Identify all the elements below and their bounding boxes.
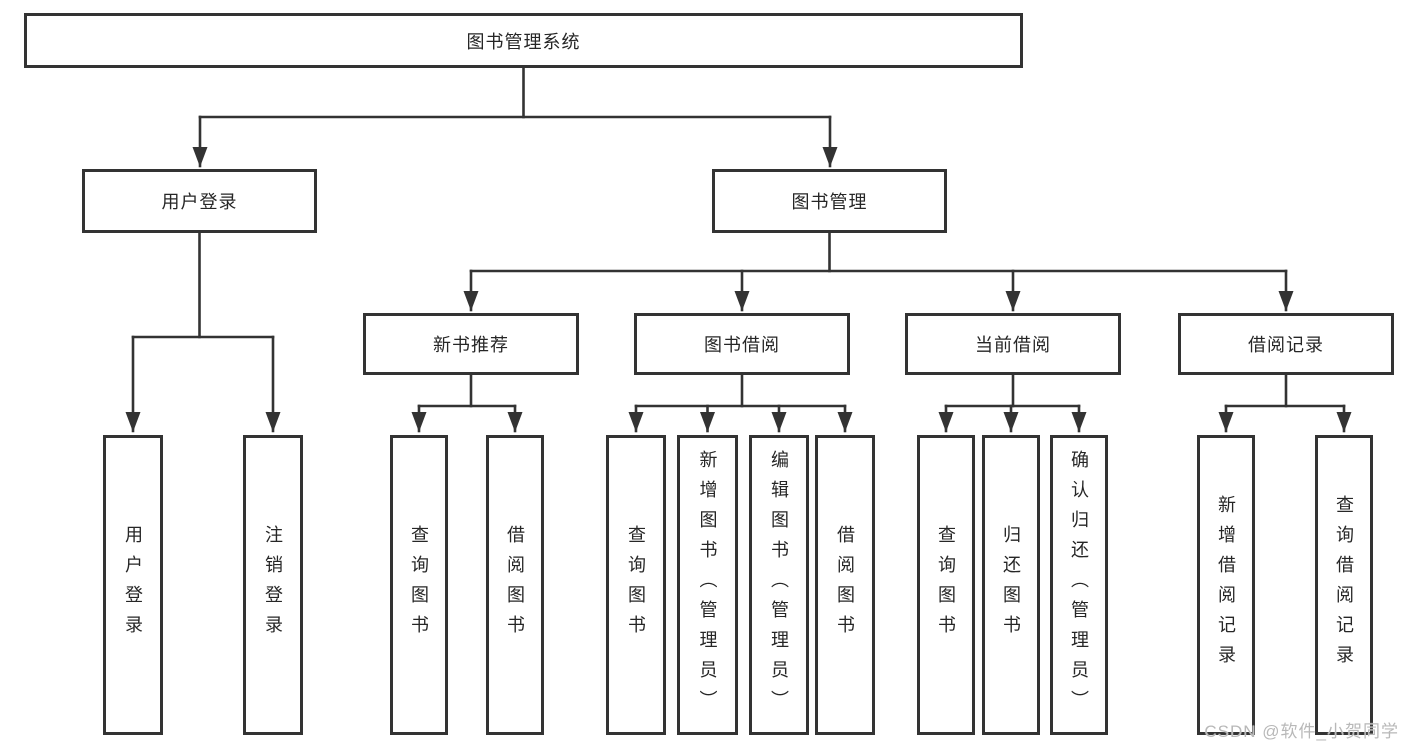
leaf-borrow-books-borrowing: 借阅图书 [815,435,875,735]
leaf-query-borrow-record: 查询借阅记录 [1315,435,1373,735]
leaf-add-borrow-record: 新增借阅记录 [1197,435,1255,735]
leaf-confirm-return-admin: 确认归还（管理员） [1050,435,1108,735]
leaf-borrow-books-recommend: 借阅图书 [486,435,544,735]
node-book-borrowing: 图书借阅 [634,313,850,375]
root-node-library-system: 图书管理系统 [24,13,1023,68]
csdn-watermark: CSDN @软件_小贺同学 [1204,722,1399,741]
node-borrow-records: 借阅记录 [1178,313,1394,375]
node-book-management: 图书管理 [712,169,947,233]
node-new-book-recommend: 新书推荐 [363,313,579,375]
leaf-query-books-recommend: 查询图书 [390,435,448,735]
leaf-return-book: 归还图书 [982,435,1040,735]
node-current-borrowing: 当前借阅 [905,313,1121,375]
leaf-query-books-current: 查询图书 [917,435,975,735]
leaf-add-book-admin: 新增图书（管理员） [677,435,738,735]
leaf-edit-book-admin: 编辑图书（管理员） [749,435,809,735]
leaf-query-books-borrowing: 查询图书 [606,435,666,735]
leaf-logout: 注销登录 [243,435,303,735]
leaf-user-login: 用户登录 [103,435,163,735]
node-user-login: 用户登录 [82,169,317,233]
